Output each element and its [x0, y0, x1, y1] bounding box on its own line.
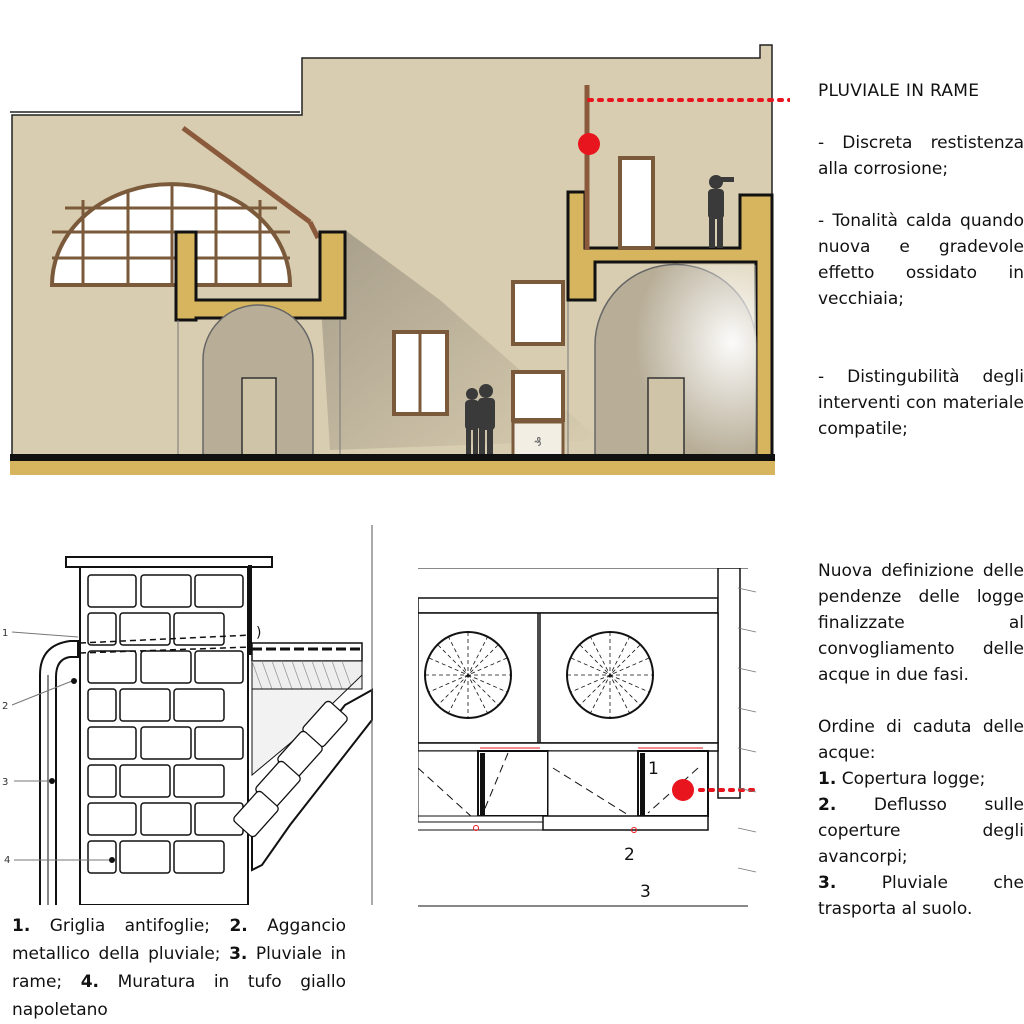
svg-text:): ) [256, 625, 261, 641]
middle-window [392, 330, 449, 416]
sloped-pipe [181, 125, 312, 225]
order-step-2: 2. Deflusso sulle coperture degli avanco… [818, 795, 1024, 867]
detail-marker-2: 2 [2, 701, 8, 712]
pipe-marker-red [578, 133, 600, 155]
order-step-3: 3. Pluviale che trasporta al suolo. [818, 873, 1024, 919]
elevation-drawing: ₰ [10, 44, 790, 475]
downpipe-section [39, 640, 79, 905]
plan-marker-1: 1 [648, 759, 659, 779]
svg-text:₰: ₰ [534, 435, 542, 449]
left-loggia-section [174, 230, 347, 322]
plan-marker-3: 3 [640, 882, 651, 902]
point-distinguishability: - Distingubilità degli interventi con ma… [818, 367, 1024, 439]
detail-marker-1: 1 [2, 628, 8, 639]
plan-marker-red [672, 779, 694, 801]
point-corrosion: - Discreta restistenza alla corrosione; [818, 133, 1024, 179]
plan-drawing: 1 2 3 [418, 568, 758, 907]
detail-marker-4: 4 [4, 855, 10, 866]
dome-plan-left [424, 631, 512, 719]
detail-marker-3: 3 [2, 777, 8, 788]
detail-section-drawing: 1 2 3 4 ) [2, 525, 373, 905]
heading-pluviale: PLUVIALE IN RAME [818, 81, 980, 101]
photographer-silhouette [708, 175, 734, 248]
pendenze-paragraph: Nuova definizione delle pendenze delle l… [818, 561, 1024, 685]
point-tonality: - Tonalità calda quando nuova e gradevol… [818, 211, 1024, 309]
order-title: Ordine di caduta delle acque: [818, 717, 1024, 763]
plan-marker-2: 2 [624, 845, 635, 865]
ground-line [10, 454, 775, 461]
people-silhouettes [465, 384, 495, 456]
dome-plan-right [566, 631, 654, 719]
order-steps: 1. Copertura logge; 2. Deflusso sulle co… [818, 766, 1024, 922]
arched-window [49, 182, 293, 287]
order-step-1: 1. Copertura logge; [818, 769, 986, 789]
detail-caption: 1. Griglia antifoglie; 2. Aggancio metal… [12, 916, 347, 1020]
